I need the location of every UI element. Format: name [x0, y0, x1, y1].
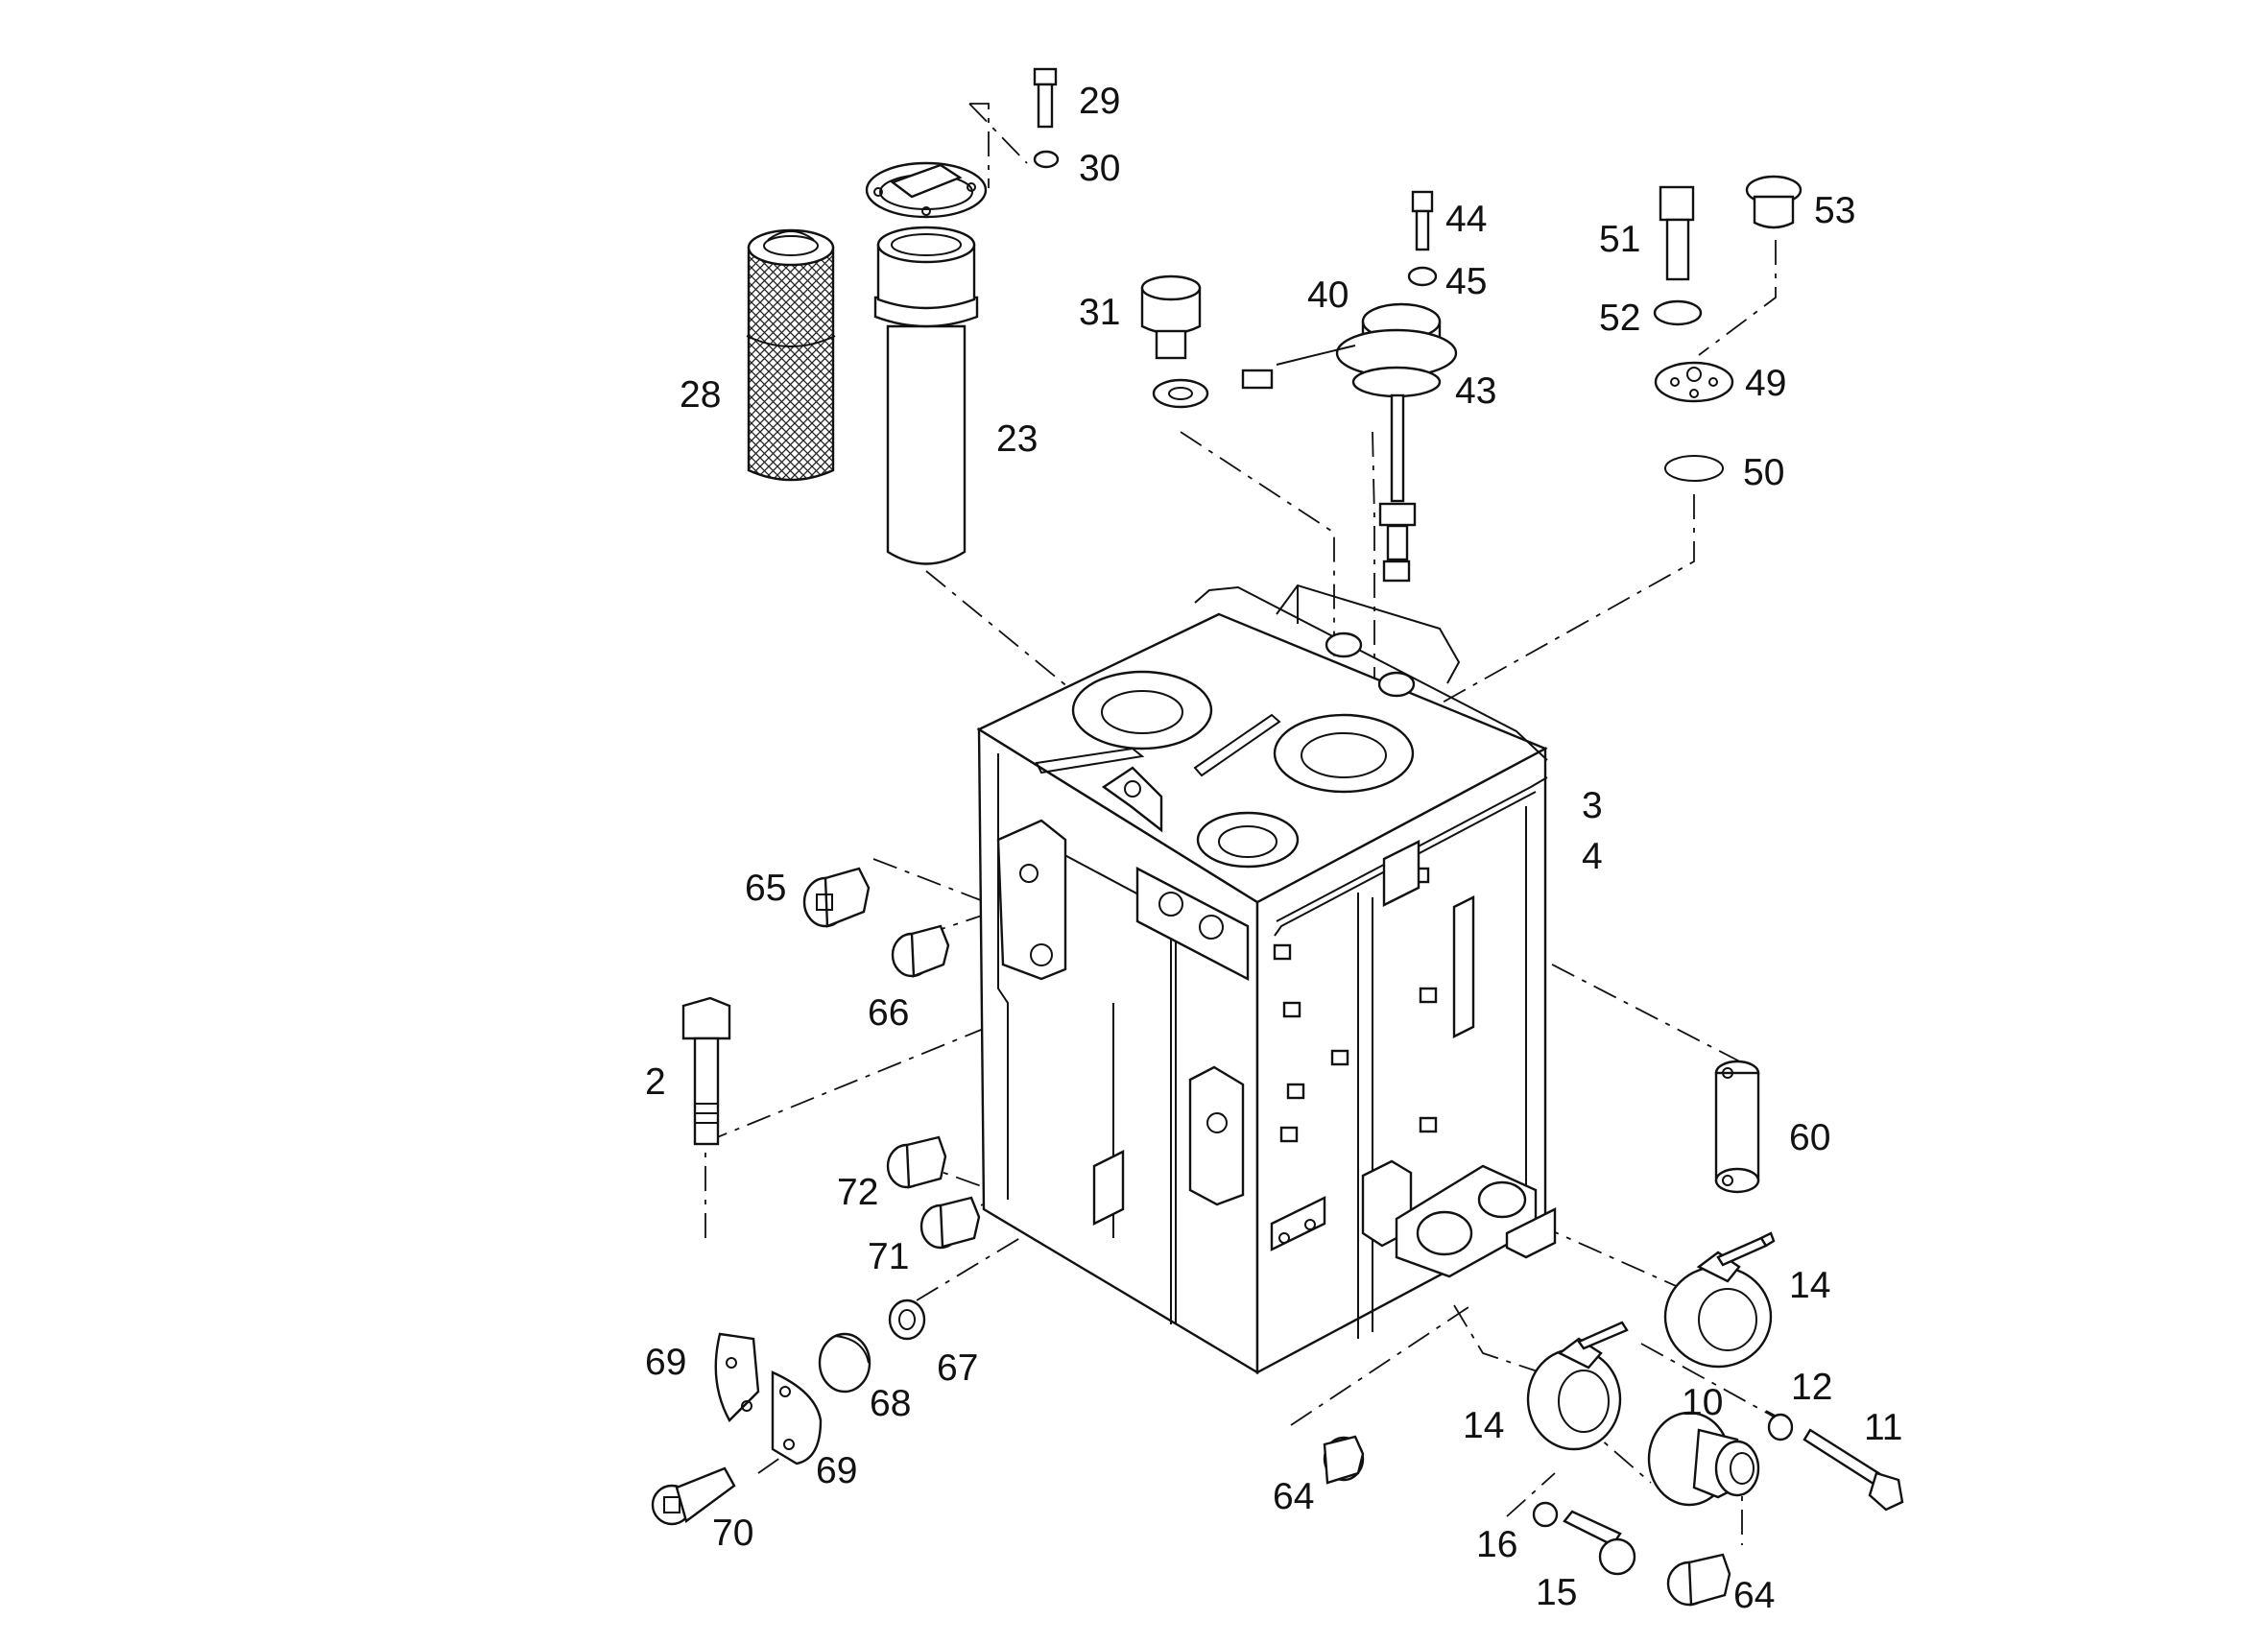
callout-64-upper: 64 — [1273, 1476, 1314, 1517]
washer-30 — [1033, 150, 1060, 169]
split-flange-69-upper — [714, 1332, 760, 1422]
callout-67: 67 — [937, 1347, 978, 1389]
callout-10: 10 — [1682, 1382, 1723, 1423]
callout-40: 40 — [1307, 274, 1349, 316]
callout-43: 43 — [1455, 370, 1496, 412]
split-flange-69-lower — [771, 1370, 823, 1465]
washer-12 — [1767, 1413, 1794, 1441]
callout-64-lower: 64 — [1733, 1575, 1775, 1616]
breather-cap-31 — [1140, 274, 1209, 409]
bolt-29 — [1033, 67, 1058, 129]
filter-element-28 — [746, 228, 836, 482]
callout-68: 68 — [870, 1383, 911, 1424]
washer-67 — [888, 1299, 926, 1341]
washer-52 — [1653, 299, 1703, 326]
callout-51: 51 — [1599, 219, 1640, 260]
washer-45 — [1407, 266, 1438, 287]
plug-66 — [891, 924, 950, 978]
filter-cover — [865, 161, 988, 219]
callout-65: 65 — [745, 868, 786, 909]
callout-66: 66 — [868, 992, 909, 1034]
plug-71 — [919, 1196, 981, 1250]
callout-2: 2 — [645, 1061, 666, 1103]
callout-11: 11 — [1864, 1407, 1903, 1448]
callout-4: 4 — [1582, 836, 1603, 877]
plug-65 — [802, 867, 871, 928]
callout-50: 50 — [1743, 452, 1784, 493]
bolt-2 — [681, 996, 731, 1146]
callout-labels: 29 30 28 23 31 40 44 45 43 51 53 52 49 5… — [645, 81, 1903, 1616]
callout-44: 44 — [1445, 199, 1487, 240]
callout-70: 70 — [712, 1513, 753, 1554]
screw-70 — [651, 1466, 736, 1526]
callout-69-upper: 69 — [645, 1342, 686, 1383]
callout-3: 3 — [1582, 785, 1603, 826]
callout-72: 72 — [837, 1172, 878, 1213]
callout-53: 53 — [1814, 190, 1855, 231]
callout-31: 31 — [1079, 292, 1120, 333]
callout-29: 29 — [1079, 81, 1120, 122]
screw-15 — [1563, 1510, 1636, 1576]
screw-44 — [1411, 190, 1434, 251]
callout-16: 16 — [1476, 1524, 1517, 1565]
callout-69-lower: 69 — [816, 1450, 857, 1491]
callout-49: 49 — [1745, 363, 1786, 404]
ball-valve-14-upper — [1663, 1231, 1776, 1369]
plug-72 — [886, 1135, 947, 1189]
callout-15: 15 — [1536, 1572, 1577, 1613]
tank-housing — [976, 584, 1557, 1375]
callout-30: 30 — [1079, 148, 1120, 189]
plug-64-upper — [1323, 1435, 1365, 1485]
plug-64-lower — [1666, 1553, 1731, 1607]
callout-52: 52 — [1599, 298, 1640, 339]
washer-16 — [1532, 1501, 1559, 1528]
callout-71: 71 — [868, 1236, 909, 1277]
plug-53 — [1745, 175, 1802, 229]
ball-valve-14-lower — [1526, 1321, 1629, 1451]
bracket-60 — [1714, 1060, 1760, 1194]
level-sensor-40 — [1241, 302, 1458, 583]
flange-49 — [1654, 361, 1734, 403]
callout-23: 23 — [996, 418, 1038, 460]
bolt-11 — [1802, 1428, 1904, 1512]
callout-14-lower: 14 — [1463, 1405, 1504, 1446]
o-ring-50 — [1664, 455, 1724, 482]
callout-60: 60 — [1789, 1117, 1830, 1158]
filter-housing-23 — [873, 226, 979, 565]
adapter-flange-10 — [1647, 1411, 1760, 1507]
callout-12: 12 — [1791, 1367, 1832, 1408]
callout-14-upper: 14 — [1789, 1265, 1830, 1306]
callout-45: 45 — [1445, 261, 1487, 302]
cap-68 — [818, 1332, 871, 1394]
bolt-51 — [1659, 185, 1695, 281]
callout-28: 28 — [680, 374, 721, 416]
